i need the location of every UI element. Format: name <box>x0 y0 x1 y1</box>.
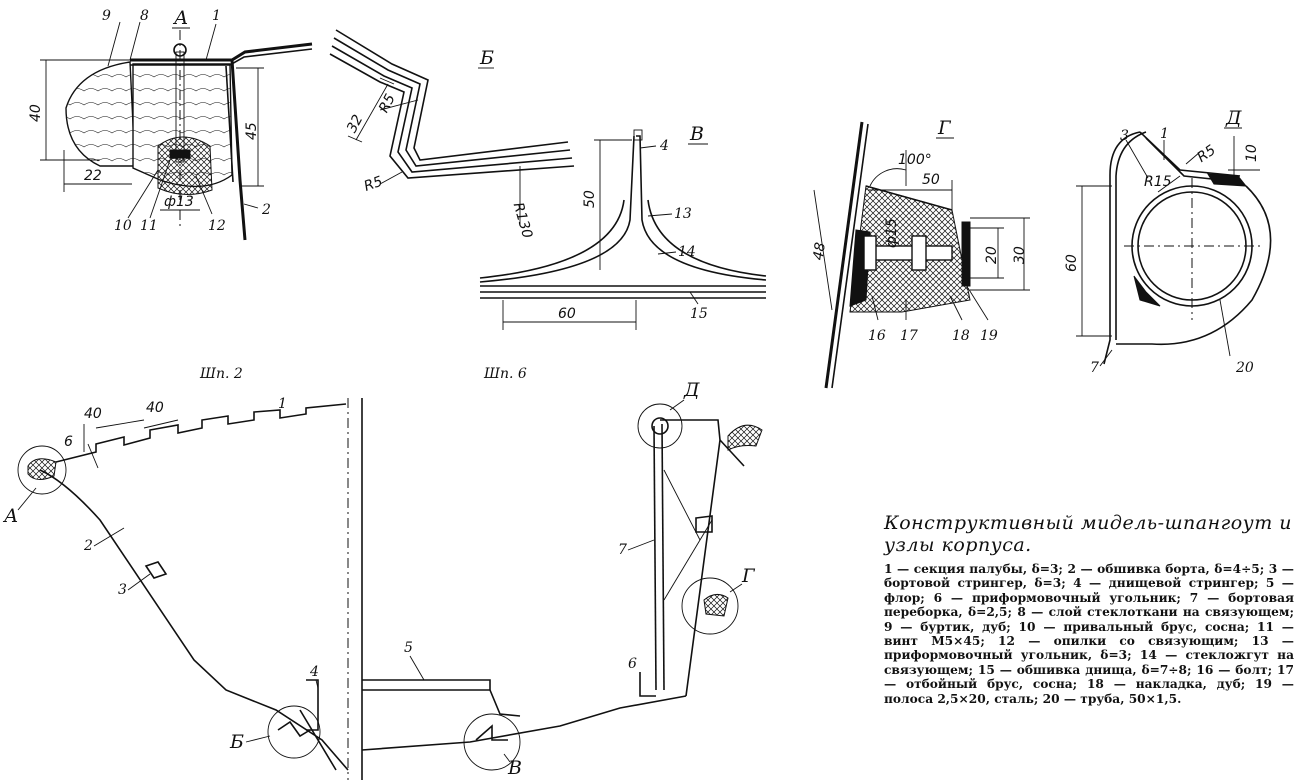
strip-19 <box>961 221 971 287</box>
label-1: 1 <box>212 8 221 24</box>
callout-d: Д <box>683 379 700 401</box>
dim-30: 30 <box>1012 246 1028 264</box>
dim-r5-top: R5 <box>376 91 399 115</box>
detail-a-title: А <box>172 7 188 29</box>
callout-g: Г <box>741 565 756 587</box>
deck-section-1 <box>55 403 347 463</box>
dim-phi13: ф13 <box>164 194 194 210</box>
label-1-d: 1 <box>1160 126 1169 142</box>
label-7-d: 7 <box>1090 360 1099 376</box>
dim-10: 10 <box>1244 144 1260 162</box>
dim-50: 50 <box>582 190 598 208</box>
label-19: 19 <box>980 328 998 344</box>
midship-section: Шп. 2 Шп. 6 <box>2 366 763 780</box>
dim-r5-d: R5 <box>1194 142 1219 166</box>
label-13: 13 <box>674 206 692 222</box>
dim-40-b: 40 <box>146 400 164 416</box>
label-18: 18 <box>952 328 970 344</box>
dim-48: 48 <box>811 241 829 261</box>
dim-22: 22 <box>84 168 102 184</box>
label-20: 20 <box>1235 360 1254 376</box>
dim-phi15: ф15 <box>884 218 900 248</box>
dim-20: 20 <box>984 246 1000 264</box>
label-4: 4 <box>659 138 669 154</box>
detail-g: Г 100° 50 48 ф15 20 30 16 17 18 19 <box>811 117 1030 389</box>
bolt-16 <box>865 245 953 261</box>
callout-b: Б <box>229 731 244 753</box>
figure-caption: Конструктивный мидель-шпангоут и узлы ко… <box>884 512 1294 706</box>
callout-a: А <box>2 505 18 527</box>
hull-side-2 <box>230 59 247 241</box>
callout-v: В <box>507 757 522 779</box>
detail-d-title: Д <box>1225 107 1242 129</box>
label-4-section: 4 <box>309 664 319 680</box>
detail-d: Д 3 1 7 20 R5 10 R15 60 <box>1064 107 1272 376</box>
label-6-section: 6 <box>628 656 637 672</box>
label-5-section: 5 <box>404 640 413 656</box>
detail-v-title: В <box>689 123 704 145</box>
detail-v: В 4 13 14 15 50 60 <box>479 123 767 330</box>
glass-layer-8 <box>130 48 313 66</box>
label-2: 2 <box>261 202 271 218</box>
detail-b-title: Б <box>479 47 494 69</box>
label-14: 14 <box>678 244 696 260</box>
bulkhead-7 <box>653 425 657 691</box>
label-12: 12 <box>208 218 226 234</box>
dim-r5-bottom: R5 <box>362 173 385 194</box>
hull-side-left <box>39 469 349 771</box>
hull-plate <box>824 121 864 389</box>
dim-45: 45 <box>244 122 260 140</box>
floor-5 <box>362 679 491 691</box>
detail-a: А 9 8 1 10 11 12 2 40 22 45 ф13 <box>28 7 313 241</box>
dim-40: 40 <box>28 104 44 122</box>
label-16: 16 <box>868 328 886 344</box>
label-10: 10 <box>114 218 132 234</box>
dim-60-d: 60 <box>1064 254 1080 272</box>
label-3-section: 3 <box>118 582 127 598</box>
label-2-section: 2 <box>83 538 93 554</box>
hull-bottom-right <box>361 695 687 751</box>
detail-g-title: Г <box>937 117 952 139</box>
dim-6: 6 <box>64 434 73 450</box>
bead-grain <box>66 62 135 166</box>
dim-40-a: 40 <box>84 406 102 422</box>
dim-r15: R15 <box>1144 174 1172 190</box>
label-8: 8 <box>140 8 149 24</box>
frame-6-title: Шп. 6 <box>483 366 527 382</box>
dim-50-g: 50 <box>922 172 940 188</box>
dim-r130: R130 <box>510 201 535 241</box>
caption-legend: 1 — секция палубы, δ=3; 2 — обшивка борт… <box>884 562 1294 706</box>
label-11: 11 <box>140 218 158 234</box>
sawdust-12 <box>157 136 213 195</box>
label-9: 9 <box>102 8 111 24</box>
detail-b: Б 32 R5 R5 R130 <box>329 29 575 241</box>
frame-2-title: Шп. 2 <box>199 366 243 382</box>
label-1-section: 1 <box>278 396 287 412</box>
deck-sheet-1 <box>130 42 313 62</box>
dim-32: 32 <box>344 112 367 135</box>
label-15: 15 <box>690 306 708 322</box>
dim-60: 60 <box>558 306 576 322</box>
label-7-section: 7 <box>618 542 627 558</box>
dim-100deg: 100° <box>898 152 932 168</box>
label-3: 3 <box>1120 128 1129 144</box>
caption-title: Конструктивный мидель-шпангоут и узлы ко… <box>884 512 1292 556</box>
label-17: 17 <box>900 328 918 344</box>
